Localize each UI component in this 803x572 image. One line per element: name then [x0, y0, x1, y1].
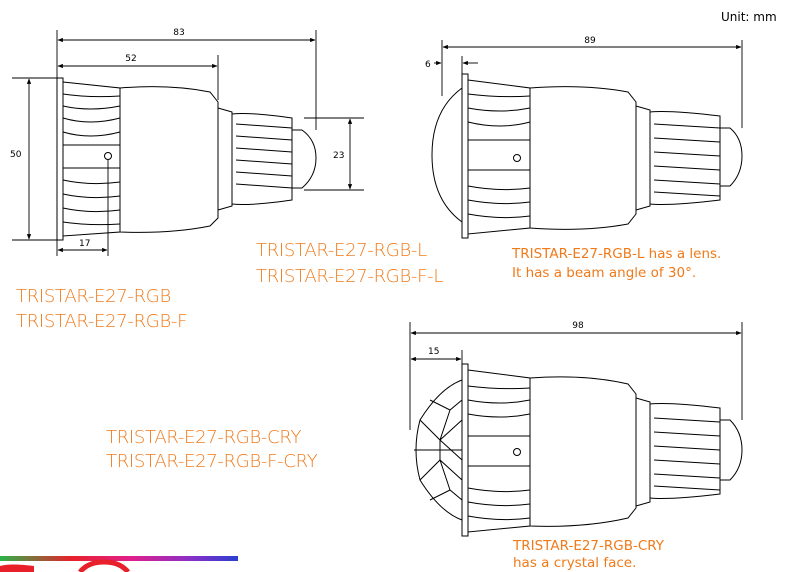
standard-dimension-lines	[12, 30, 364, 256]
overall-length-dim: 83	[173, 28, 184, 38]
crystal-bulb-drawing	[414, 363, 743, 537]
base-diameter-dim: 23	[333, 151, 344, 161]
hole-offset-dim: 17	[79, 239, 90, 249]
logo-fragment-left	[0, 564, 34, 572]
lens-overall-length-dim: 89	[584, 36, 596, 46]
crystal-overall-length-dim: 98	[572, 321, 584, 331]
standard-bulb-drawing	[56, 77, 317, 241]
unit-label: Unit: mm	[721, 10, 777, 24]
crystal-dimension-lines	[409, 322, 743, 430]
crystal-model-label-2: TRISTAR-E27-RGB-F-CRY	[106, 451, 318, 472]
lens-note-line-1: TRISTAR-E27-RGB-L has a lens.	[511, 246, 721, 262]
rainbow-stripe	[0, 556, 238, 561]
brand-logo	[0, 556, 238, 572]
standard-model-label-1: TRISTAR-E27-RGB	[16, 286, 171, 307]
lens-dimension-lines	[434, 40, 743, 128]
crystal-depth-dim: 15	[428, 347, 439, 357]
lens-model-label-1: TRISTAR-E27-RGB-L	[256, 240, 427, 261]
standard-model-label-2: TRISTAR-E27-RGB-F	[16, 311, 187, 332]
crystal-note-line-2: has a crystal face.	[513, 555, 636, 571]
lens-bulb-view: 89 6 TRISTAR-E27-RGB-L TRISTAR-E27-RGB-F…	[256, 36, 743, 287]
lens-note-line-2: It has a beam angle of 30°.	[512, 265, 696, 281]
standard-bulb-view: 83 52 50 23 17 TRISTAR-E27-RGB TRISTAR-E…	[10, 28, 364, 332]
diameter-dim: 50	[10, 150, 22, 160]
crystal-bulb-view: 98 15 TRISTAR-E27-RGB-CRY TRISTAR-E27-RG…	[106, 321, 743, 571]
crystal-note-line-1: TRISTAR-E27-RGB-CRY	[512, 538, 665, 554]
crystal-model-label-1: TRISTAR-E27-RGB-CRY	[106, 427, 301, 448]
lens-model-label-2: TRISTAR-E27-RGB-F-L	[256, 266, 443, 287]
lens-bulb-drawing	[431, 73, 743, 239]
lens-depth-dim: 6	[425, 60, 431, 70]
logo-fragment-arc	[78, 559, 130, 572]
body-length-dim: 52	[125, 54, 136, 64]
